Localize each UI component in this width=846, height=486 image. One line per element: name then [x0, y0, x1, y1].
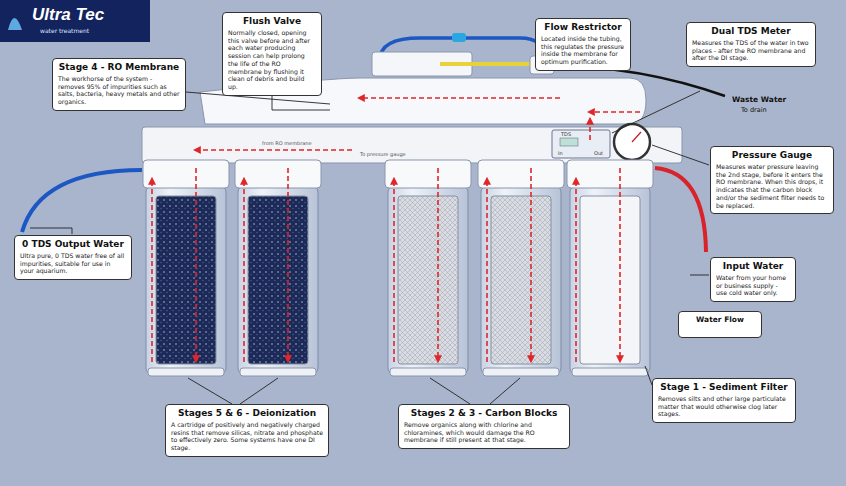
callout-body: Remove organics along with chlorine and … — [404, 421, 564, 444]
callout-body: A cartridge of positively and negatively… — [171, 421, 323, 452]
logo-panel — [0, 0, 150, 42]
callout-heading: Flow Restrictor — [541, 22, 625, 33]
callout-body: Measures the TDS of the water in two pla… — [692, 39, 810, 62]
callout-heading: Stage 1 - Sediment Filter — [658, 382, 790, 393]
flow-arrow — [530, 168, 532, 360]
callout-heading: Dual TDS Meter — [692, 26, 810, 37]
canister-base — [240, 368, 316, 376]
callout-box: Flow RestrictorLocated inside the tubing… — [535, 18, 631, 71]
flow-arrow — [575, 180, 577, 362]
flush-valve-knob — [452, 33, 466, 42]
canister-cap — [567, 160, 653, 188]
logo-drop — [8, 18, 22, 30]
canister-base — [572, 368, 648, 376]
canister-base — [483, 368, 559, 376]
flow-arrow — [287, 168, 289, 360]
canister-cap — [478, 160, 564, 188]
canister-housing — [481, 186, 561, 374]
callout-heading: Stage 4 - RO Membrane — [58, 62, 180, 73]
callout-box: Stages 2 & 3 - Carbon BlocksRemove organ… — [398, 404, 570, 449]
flow-restrictor-tube — [440, 62, 540, 66]
callout-heading: Stages 2 & 3 - Carbon Blocks — [404, 408, 564, 419]
canister-housing — [570, 186, 650, 374]
callout-heading: Pressure Gauge — [716, 150, 828, 161]
canister-cap — [235, 160, 321, 188]
part-label: Out — [594, 150, 603, 156]
leader-lines — [30, 60, 709, 404]
callout-box: Input WaterWater from your home or busin… — [710, 257, 796, 302]
flow-arrow — [486, 180, 488, 362]
filter-cartridge — [580, 196, 640, 364]
leader-line — [690, 275, 709, 276]
flow-arrow — [360, 97, 560, 99]
callout-body: Normally closed, opening this valve befo… — [228, 29, 316, 91]
flow-arrow — [393, 180, 395, 362]
callout-heading: 0 TDS Output Water — [20, 239, 126, 250]
filter-cartridge — [398, 196, 458, 364]
logo-text: Ultra Tec — [32, 5, 104, 25]
flow-arrow — [196, 149, 352, 151]
tds-display — [560, 138, 578, 146]
callout-box: 0 TDS Output WaterUltra pure, 0 TDS wate… — [14, 235, 132, 280]
callout-box: Pressure GaugeMeasures water pressure le… — [710, 146, 834, 214]
callout-box: Flush ValveNormally closed, opening this… — [222, 12, 322, 96]
legend-box: Water Flow — [678, 311, 762, 338]
canister-base — [390, 368, 466, 376]
flow-arrow — [195, 168, 197, 360]
flow-arrow — [243, 180, 245, 362]
flow-arrow — [589, 120, 591, 140]
leader-line — [30, 228, 72, 234]
part-label: Waste Water — [732, 95, 786, 104]
manifold-bar — [142, 127, 682, 163]
flow-arrow — [437, 168, 439, 360]
callout-heading: Stages 5 & 6 - Deionization — [171, 408, 323, 419]
leader-line — [645, 366, 652, 385]
part-label: from RO membrane — [262, 140, 312, 146]
callout-heading: Flush Valve — [228, 16, 316, 27]
filter-cartridge — [248, 196, 308, 364]
output-tube — [22, 170, 142, 232]
leader-line — [652, 145, 709, 165]
logo-text: water treatment — [40, 27, 89, 34]
tds-meter — [552, 130, 610, 158]
callout-body: Measures water pressure leaving the 2nd … — [716, 163, 828, 210]
callout-box: Dual TDS MeterMeasures the TDS of the wa… — [686, 22, 816, 67]
part-label: To drain — [741, 106, 767, 114]
gauge-needle — [632, 132, 641, 142]
callout-body: Water from your home or business supply … — [716, 274, 790, 297]
leader-line — [430, 378, 520, 404]
callout-box: Stage 1 - Sediment FilterRemoves silts a… — [652, 378, 796, 423]
legend-text: Water Flow — [685, 315, 755, 324]
canister-cap — [143, 160, 229, 188]
canister-base — [148, 368, 224, 376]
callout-body: Ultra pure, 0 TDS water free of all impu… — [20, 252, 126, 275]
filter-cartridge — [491, 196, 551, 364]
callout-heading: Input Water — [716, 261, 790, 272]
part-label: TDS — [561, 131, 571, 137]
leader-line — [188, 378, 278, 404]
part-label: In — [558, 150, 563, 156]
flow-arrow — [619, 168, 621, 360]
flow-arrow — [151, 180, 153, 362]
canister-housing — [388, 186, 468, 374]
callout-body: The workhorse of the system - removes 95… — [58, 75, 180, 106]
callout-box: Stages 5 & 6 - Deionization A cartridge o… — [165, 404, 329, 457]
callout-box: Stage 4 - RO MembraneThe workhorse of th… — [52, 58, 186, 111]
callout-body: Located inside the tubing, this regulate… — [541, 35, 625, 66]
canister-housing — [146, 186, 226, 374]
input-tube — [655, 168, 706, 252]
canister-cap — [385, 160, 471, 188]
part-label: To pressure gauge — [360, 151, 406, 157]
flow-arrow — [590, 111, 640, 113]
canister-housing — [238, 186, 318, 374]
leader-line — [612, 91, 700, 133]
callout-body: Removes silts and other large particulat… — [658, 395, 790, 418]
filter-cartridge — [156, 196, 216, 364]
